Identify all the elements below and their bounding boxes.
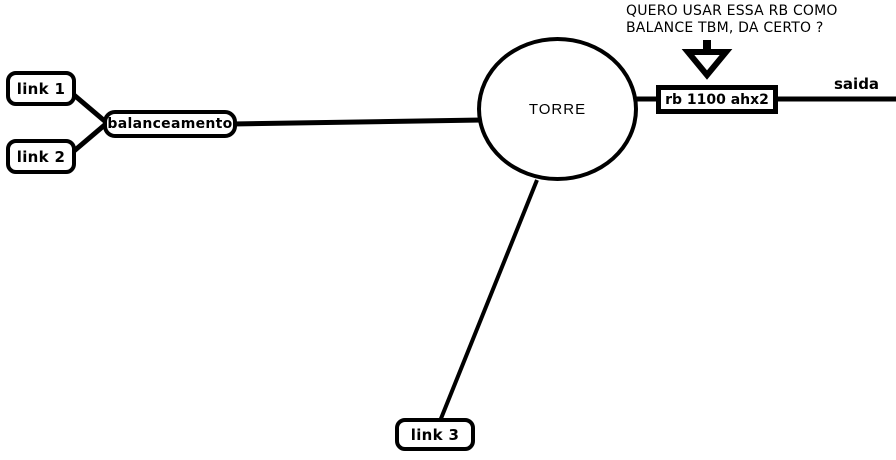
node-link-2[interactable]: link 2 <box>6 139 76 174</box>
node-torre[interactable]: TORRE <box>477 37 638 181</box>
node-link-1[interactable]: link 1 <box>6 71 76 106</box>
edge-link2-to-balanceamento <box>72 121 109 153</box>
annotation-question-text: QUERO USAR ESSA RB COMO BALANCE TBM, DA … <box>626 3 838 37</box>
node-link-2-label: link 2 <box>16 147 66 166</box>
node-router-label: rb 1100 ahx2 <box>665 91 769 108</box>
node-link-1-label: link 1 <box>16 79 66 98</box>
node-link-3-label: link 3 <box>410 425 460 444</box>
arrow-down-icon <box>681 40 733 80</box>
node-link-3[interactable]: link 3 <box>395 418 475 451</box>
annotation-line-1: QUERO USAR ESSA RB COMO <box>626 3 838 19</box>
node-balanceamento[interactable]: balanceamento <box>103 110 237 138</box>
annotation-line-2: BALANCE TBM, DA CERTO ? <box>626 20 824 36</box>
node-torre-label: TORRE <box>528 100 587 118</box>
node-balanceamento-label: balanceamento <box>107 116 233 132</box>
edge-link1-to-balanceamento <box>72 93 109 125</box>
edge-balanceamento-to-torre <box>231 117 483 127</box>
edge-torre-to-link3 <box>438 179 539 422</box>
saida-label: saida <box>834 75 880 93</box>
node-router-rb1100[interactable]: rb 1100 ahx2 <box>656 85 778 114</box>
